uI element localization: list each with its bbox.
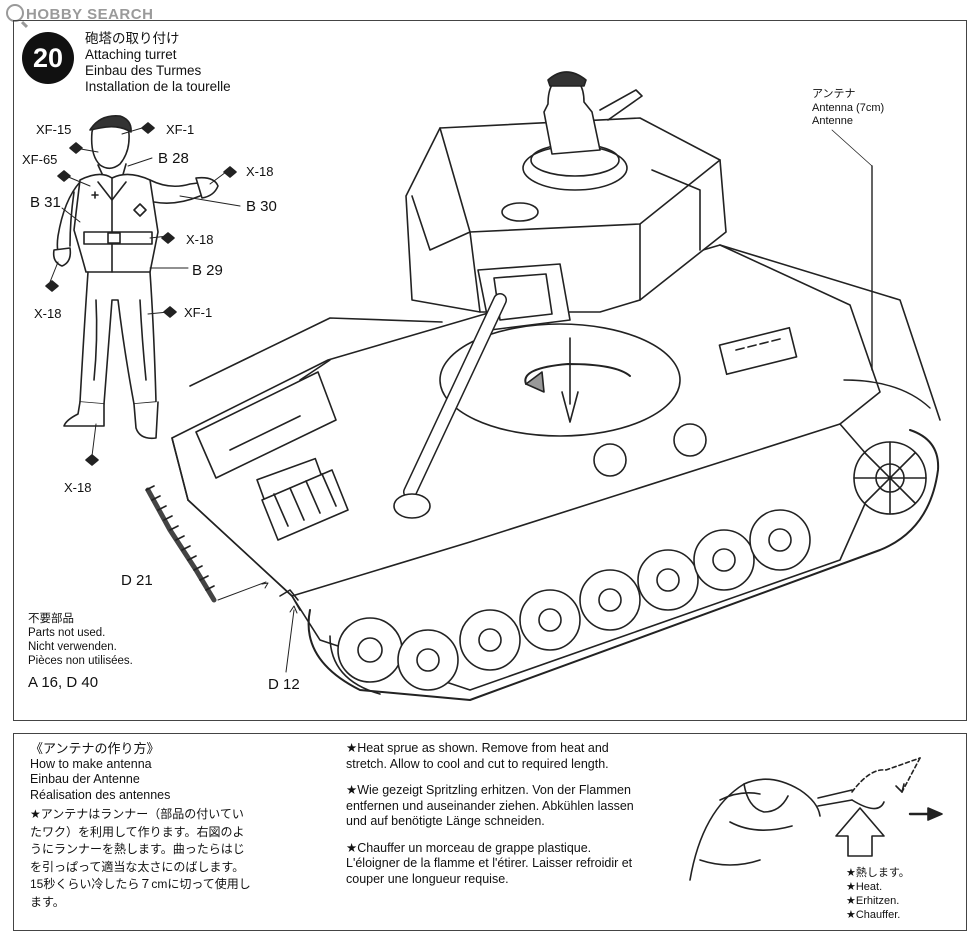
antenna-note: アンテナ Antenna (7cm) Antenne (812, 88, 884, 129)
antenna-howto-frame (13, 733, 967, 931)
unused-parts-list: A 16, D 40 (28, 674, 99, 691)
callout-xf1-top: XF-1 (166, 122, 195, 137)
antenna-howto-instructions: ★Heat sprue as shown. Remove from heat a… (346, 741, 641, 898)
howto-body-jp-line: たワク）を利用して作ります。右図のよ (30, 824, 245, 839)
heat-sprue-illustration (689, 757, 943, 881)
callout-b29: B 29 (192, 262, 223, 279)
unused-parts-de: Nicht verwenden. (28, 641, 117, 653)
antenna-howto-left: 《アンテナの作り方》 How to make antenna Einbau de… (30, 741, 298, 911)
howto-title-de: Einbau der Antenne (30, 772, 140, 786)
unused-parts-en: Parts not used. (28, 627, 106, 639)
step-title-jp: 砲塔の取り付け (85, 31, 180, 46)
callout-xf65: XF-65 (22, 152, 58, 167)
howto-body-jp-line: うにランナーを熱します。曲ったらはじ (30, 842, 245, 856)
part-label-d12: D 12 (268, 676, 300, 693)
magnifier-icon (6, 4, 24, 22)
main-figure-frame (13, 20, 967, 721)
callout-b30: B 30 (246, 198, 277, 215)
part-label-d21: D 21 (121, 572, 153, 589)
callout-b31: B 31 (30, 194, 61, 211)
antenna-note-jp: アンテナ (812, 88, 856, 100)
heat-note-en: ★Heat. (846, 881, 883, 893)
watermark: HOBBY SEARCH (6, 4, 153, 23)
howto-body-jp-line: 15秒くらい冷したら７cmに切って使用し (30, 877, 251, 891)
tank-illustration (145, 71, 941, 701)
heat-note-fr: ★Chauffer. (846, 909, 901, 921)
unused-parts-jp: 不要部品 (28, 613, 74, 625)
howto-title-en: How to make antenna (30, 756, 152, 771)
howto-body-jp-line: ★アンテナはランナー（部品の付いてい (30, 807, 244, 821)
step-title: 砲塔の取り付け Attaching turret Einbau des Turm… (85, 31, 231, 95)
unused-parts-note: 不要部品 Parts not used. Nicht verwenden. Pi… (28, 612, 133, 668)
step-number-badge: 20 (22, 32, 74, 84)
callout-xf15: XF-15 (36, 122, 72, 137)
howto-body-jp-line: ます。 (30, 894, 65, 909)
watermark-text: HOBBY SEARCH (26, 6, 154, 23)
crewman-figure-illustration (52, 114, 219, 440)
howto-body-jp-line: を引っぱって適当な太さにのばします。 (30, 859, 245, 874)
step-title-de: Einbau des Turmes (85, 63, 202, 78)
antenna-note-de: Antenne (812, 115, 853, 127)
callout-xf1-bottom: XF-1 (184, 305, 213, 320)
howto-title-jp: 《アンテナの作り方》 (30, 741, 160, 756)
callout-x18-mid: X-18 (186, 232, 214, 247)
heat-note-de: ★Erhitzen. (846, 895, 900, 907)
howto-body-jp: ★アンテナはランナー（部品の付いてい たワク）を利用して作ります。右図のよ うに… (30, 806, 298, 911)
howto-title-fr: Réalisation des antennes (30, 787, 171, 802)
callout-x18-right-top: X-18 (246, 164, 274, 179)
antenna-note-en: Antenna (7cm) (812, 101, 885, 114)
instruction-fr: ★Chauffer un morceau de grappe plastique… (346, 840, 633, 886)
callout-x18-bottom: X-18 (64, 480, 92, 495)
callout-x18-left: X-18 (34, 306, 62, 321)
unused-parts-fr: Pièces non utilisées. (28, 655, 133, 667)
heat-note-jp: ★熱します。 (846, 867, 910, 879)
callout-b28: B 28 (158, 150, 189, 167)
instruction-de: ★Wie gezeigt Spritzling erhitzen. Von de… (346, 783, 634, 828)
heat-notes: ★熱します。 ★Heat. ★Erhitzen. ★Chauffer. (846, 866, 910, 922)
step-title-fr: Installation de la tourelle (85, 79, 231, 94)
step-title-en: Attaching turret (85, 47, 177, 62)
instruction-en: ★Heat sprue as shown. Remove from heat a… (346, 741, 609, 771)
